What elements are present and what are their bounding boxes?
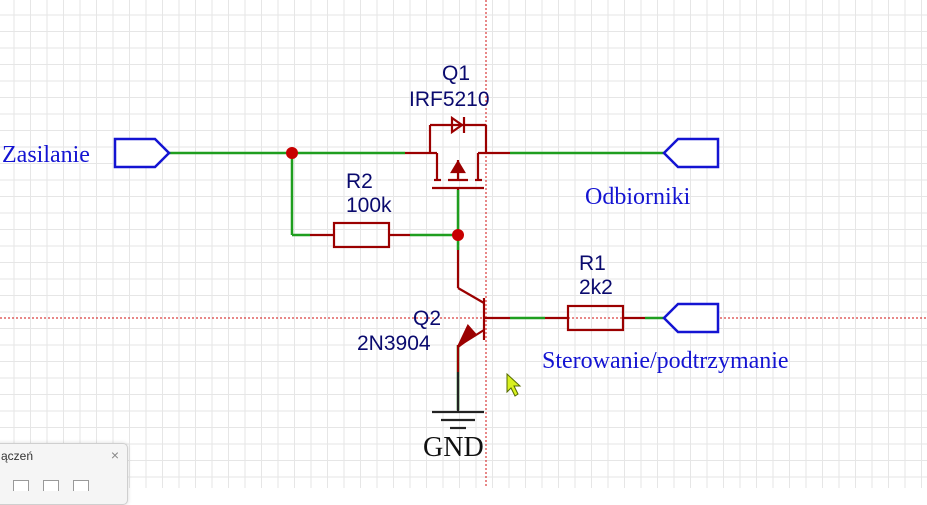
port-supply-label: Zasilanie xyxy=(2,142,90,168)
junction-gate xyxy=(452,229,464,241)
port-loads-label: Odbiorniki xyxy=(585,184,691,210)
q1-designator: Q1 xyxy=(442,62,470,85)
ground-symbol xyxy=(432,372,484,430)
schematic-drawing: Q1 IRF5210 R2 100k R1 2k2 Q2 2N3904 Zasi… xyxy=(0,0,927,488)
ground-label: GND xyxy=(423,432,484,463)
q2-designator: Q2 xyxy=(413,307,441,330)
mosfet-q1-symbol[interactable] xyxy=(405,115,510,190)
r1-designator: R1 xyxy=(579,252,606,275)
transistor-q2-symbol[interactable] xyxy=(456,250,510,372)
resistor-r1-symbol[interactable] xyxy=(545,304,645,332)
port-loads[interactable] xyxy=(662,137,720,169)
components-panel[interactable]: ączeń × xyxy=(0,443,128,505)
panel-close-button[interactable]: × xyxy=(110,447,119,463)
panel-title: ączeń xyxy=(1,449,34,463)
junction-supply xyxy=(286,147,298,159)
r1-value: 2k2 xyxy=(579,276,613,299)
port-supply[interactable] xyxy=(113,137,171,169)
r2-designator: R2 xyxy=(346,170,373,193)
panel-toolbar xyxy=(13,480,89,491)
port-control-label: Sterowanie/podtrzymanie xyxy=(542,348,789,374)
q1-value: IRF5210 xyxy=(409,88,490,111)
resistor-r2-symbol[interactable] xyxy=(310,221,410,249)
port-control[interactable] xyxy=(662,302,720,334)
q2-value: 2N3904 xyxy=(357,332,431,355)
wire-tool-icon[interactable] xyxy=(43,480,59,491)
part-tool-icon[interactable] xyxy=(73,480,89,491)
r2-value: 100k xyxy=(346,194,392,217)
mouse-cursor-icon xyxy=(506,372,522,397)
select-tool-icon[interactable] xyxy=(13,480,29,491)
